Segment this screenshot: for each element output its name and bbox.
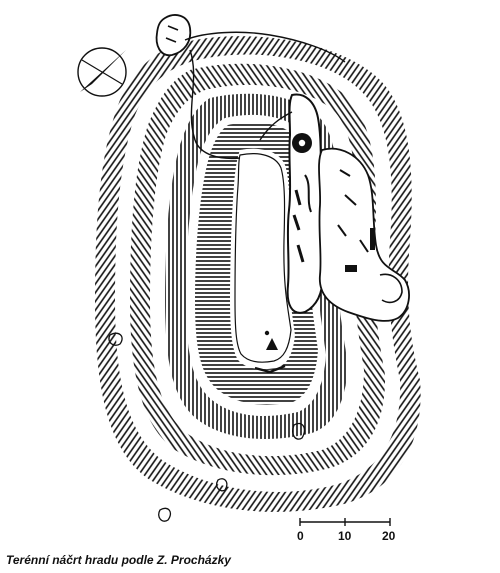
castle-terrain-sketch: 0 10 20 — [77, 14, 421, 543]
scale-label-20: 20 — [382, 529, 396, 543]
scale-label-0: 0 — [297, 529, 304, 543]
inner-rampart — [165, 93, 348, 440]
courtyard-point — [264, 330, 270, 336]
middle-rampart — [130, 63, 386, 476]
slope-rocks — [108, 332, 306, 522]
scale-label-10: 10 — [338, 529, 352, 543]
core-slope — [195, 122, 318, 405]
outer-rampart — [95, 36, 421, 512]
courtyard-marker — [266, 338, 278, 350]
upper-ward-ruins — [286, 93, 410, 322]
figure-caption: Terénní náčrt hradu podle Z. Procházky — [6, 553, 231, 567]
north-gate-ruin — [155, 14, 192, 57]
courtyard-ditch-mark — [254, 364, 286, 374]
scale-bar: 0 10 20 — [297, 518, 396, 543]
inner-courtyard — [234, 153, 292, 363]
north-arrow-icon — [77, 47, 127, 97]
access-path — [184, 31, 346, 160]
